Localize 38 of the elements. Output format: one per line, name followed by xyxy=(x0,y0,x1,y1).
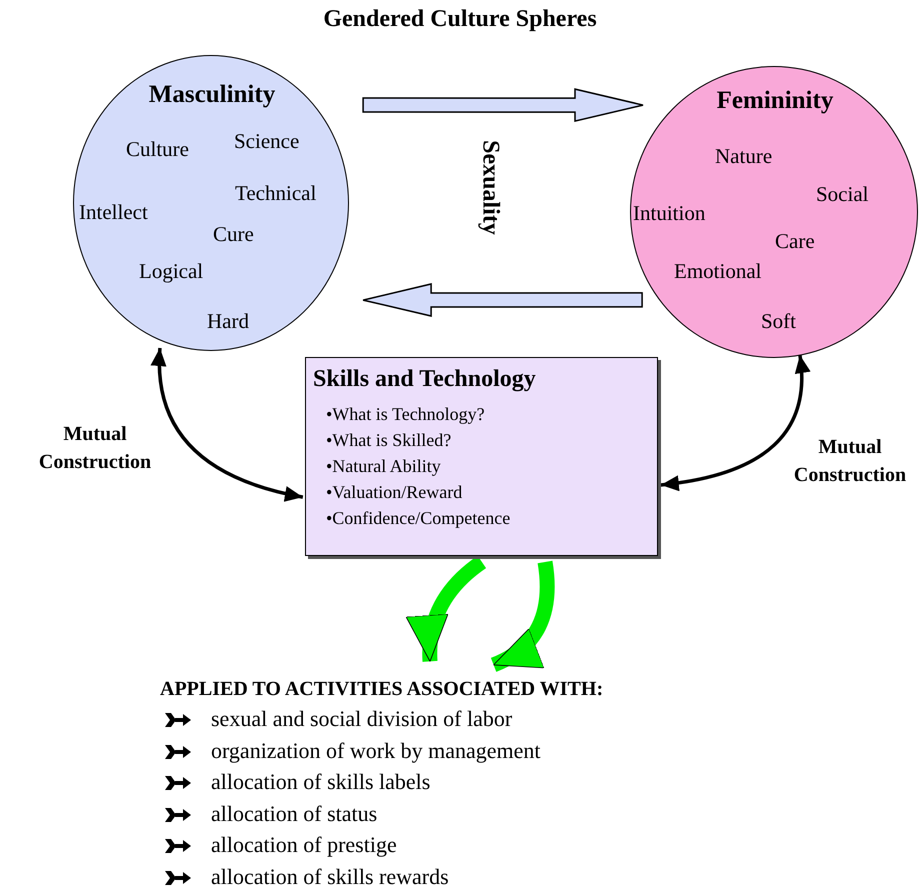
list-item: allocation of skills rewards xyxy=(211,864,449,888)
double-headed-arrow xyxy=(151,348,304,502)
diagram-title: Gendered Culture Spheres xyxy=(322,6,598,33)
sphere-term: Soft xyxy=(761,309,796,334)
side-label: Mutual Construction xyxy=(38,422,152,475)
sphere-term: Hard xyxy=(207,309,249,334)
sphere-term: Cure xyxy=(213,222,254,247)
sphere-term: Science xyxy=(234,129,300,154)
box-heading: Skills and Technology xyxy=(313,366,536,393)
bullet-item: •Valuation/Reward xyxy=(326,482,462,503)
list-item: organization of work by management xyxy=(211,738,540,764)
sphere-term: Nature xyxy=(715,144,772,169)
bullet-item: •Confidence/Competence xyxy=(326,508,510,529)
sphere-term: Care xyxy=(775,229,815,254)
block-arrow xyxy=(362,88,644,122)
sphere-term: Intellect xyxy=(79,200,148,225)
sphere-term: Culture xyxy=(126,137,189,162)
bullet-item: •Natural Ability xyxy=(326,456,441,477)
sphere-term: Emotional xyxy=(674,259,762,284)
sphere-term: Logical xyxy=(139,259,204,284)
sphere-heading: Femininity xyxy=(716,87,834,115)
list-item: allocation of skills labels xyxy=(211,769,430,795)
sphere-heading: Masculinity xyxy=(148,81,276,109)
sphere-term: Intuition xyxy=(633,201,706,226)
bullet-item: •What is Skilled? xyxy=(326,430,452,451)
skills-box xyxy=(305,357,658,556)
list-item: allocation of status xyxy=(211,801,378,827)
block-arrow xyxy=(362,283,643,317)
list-item: allocation of prestige xyxy=(211,832,397,858)
sphere-term: Technical xyxy=(235,181,316,206)
sphere-term: Social xyxy=(816,182,868,207)
curved-arrow xyxy=(490,561,555,672)
side-label: Mutual Construction xyxy=(792,435,908,488)
rotated-label: Sexuality xyxy=(476,139,504,237)
double-headed-arrow xyxy=(660,354,810,491)
list-item: sexual and social division of labor xyxy=(211,706,512,732)
list-heading: APPLIED TO ACTIVITIES ASSOCIATED WITH: xyxy=(160,678,604,701)
bullet-item: •What is Technology? xyxy=(326,404,485,425)
